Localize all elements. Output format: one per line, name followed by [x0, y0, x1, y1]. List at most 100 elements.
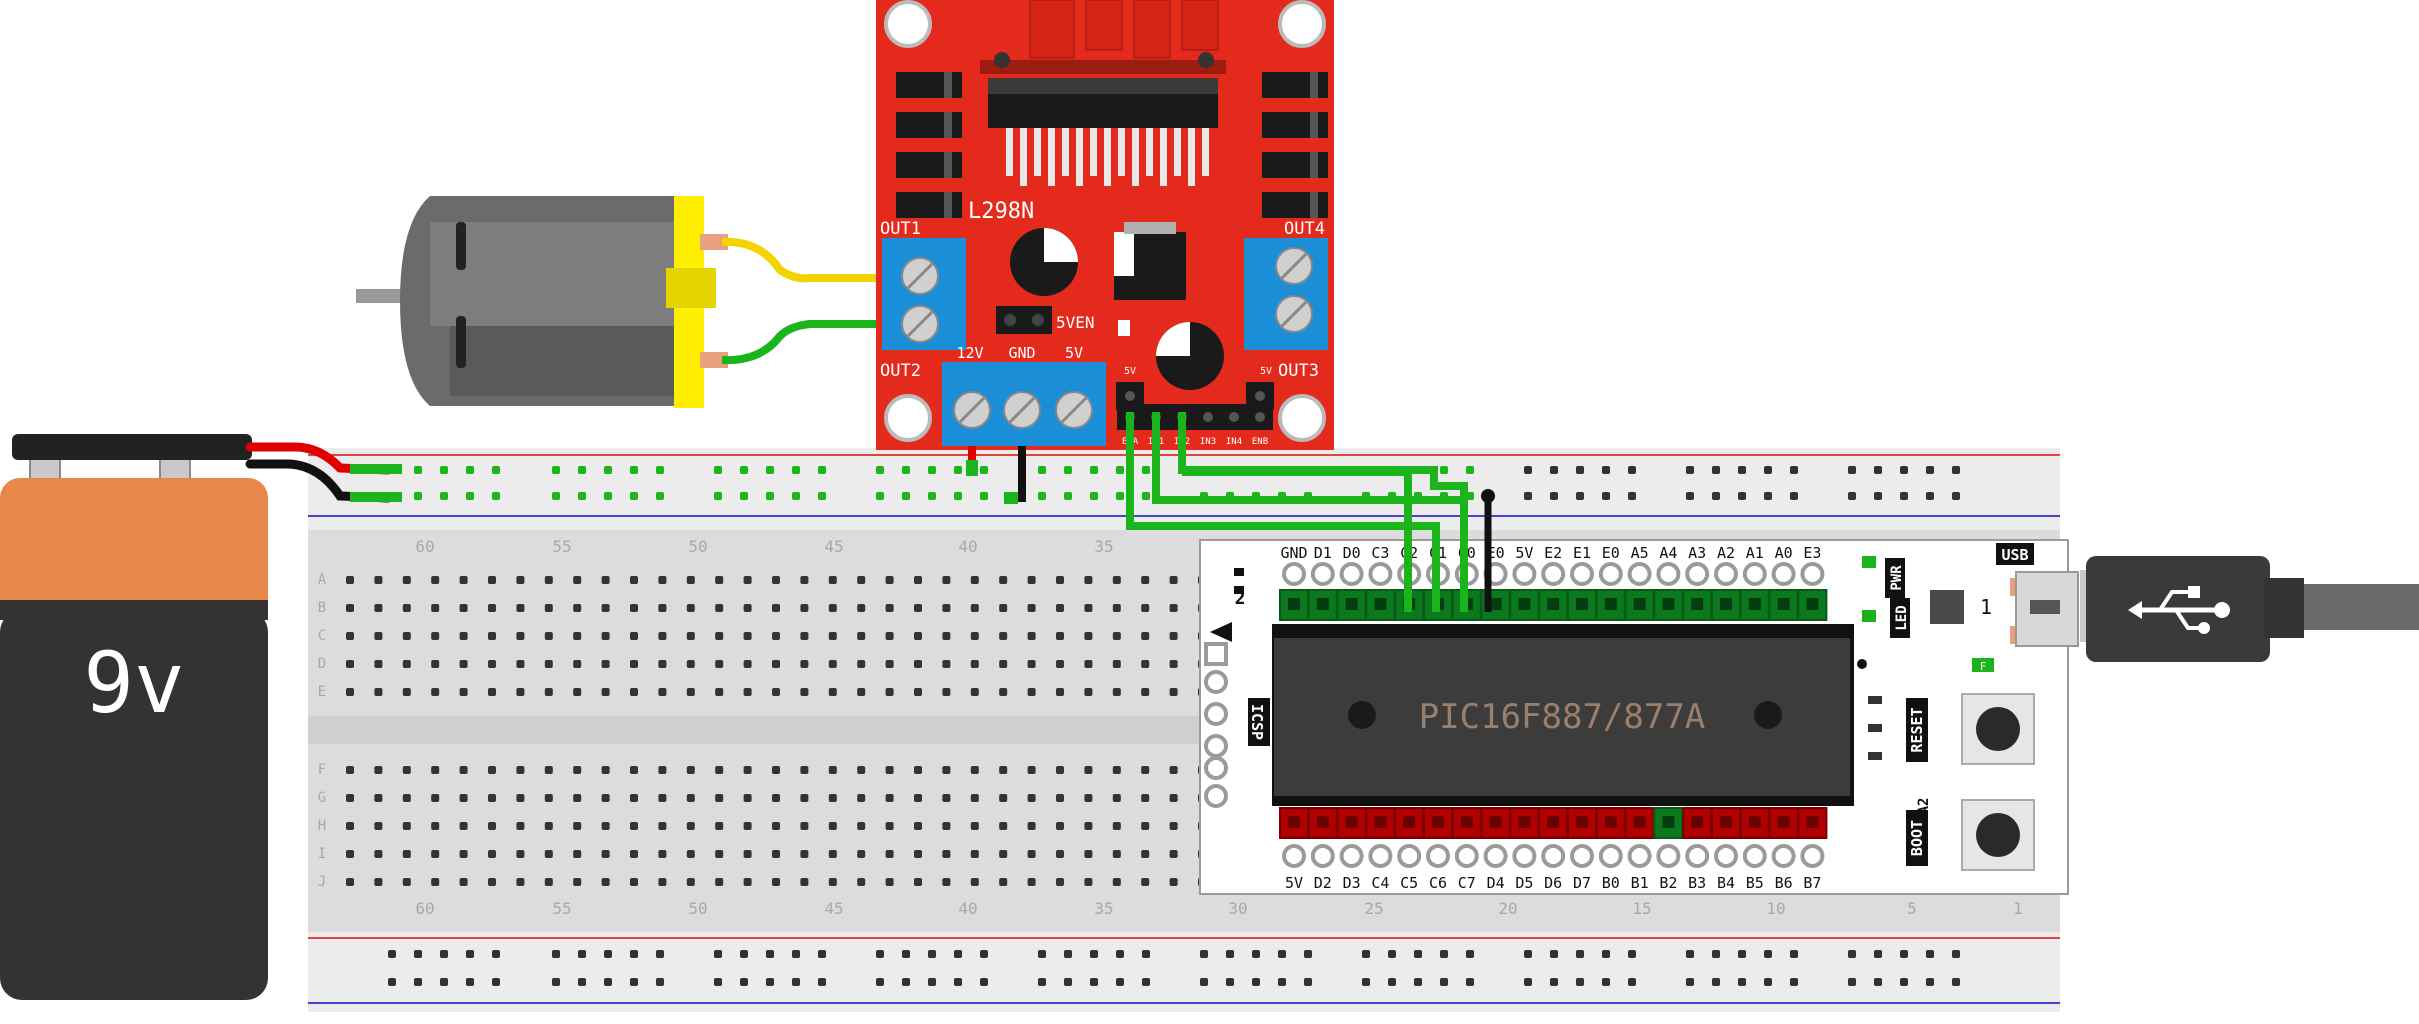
breadboard-hole — [402, 878, 411, 886]
top-hole — [1541, 562, 1566, 586]
breadboard-hole — [1084, 822, 1093, 830]
rail-hole — [1686, 950, 1694, 958]
rail-hole — [1602, 492, 1610, 500]
usb-symbol-square — [2188, 586, 2200, 598]
breadboard-hole — [573, 660, 582, 668]
rail-hole — [792, 950, 800, 958]
breadboard-hole — [658, 878, 667, 886]
rail-hole — [1524, 466, 1532, 474]
l298-leg — [1076, 128, 1083, 186]
rail-hole — [714, 978, 722, 986]
bottom-pin-label: D7 — [1573, 874, 1591, 892]
bottom-hole — [1426, 844, 1450, 868]
rail-hole — [604, 466, 612, 474]
rail-hole — [740, 466, 748, 474]
bottom-hole — [1541, 844, 1566, 868]
top-hole — [1800, 562, 1825, 586]
breadboard-hole — [1141, 766, 1150, 774]
rail-hole — [1090, 466, 1098, 474]
breadboard-hole — [772, 766, 780, 774]
rail-hole — [656, 466, 664, 474]
rail-hole — [1712, 492, 1720, 500]
breadboard-hole — [630, 660, 638, 668]
bottom-header-socket — [1576, 816, 1588, 828]
bottom-pin-label: D6 — [1544, 874, 1562, 892]
bottom-hole — [1310, 844, 1335, 868]
breadboard-hole — [658, 794, 667, 802]
rail-hole — [980, 978, 988, 986]
rail-hole — [414, 950, 422, 958]
breadboard-hole — [601, 576, 610, 584]
boot-button-cap[interactable] — [1976, 813, 2020, 857]
breadboard-hole — [630, 632, 638, 640]
breadboard-hole — [516, 632, 525, 640]
rail-hole — [1466, 978, 1474, 986]
breadboard-hole — [1056, 878, 1064, 886]
breadboard-hole — [544, 850, 553, 858]
terminal-out3-slot — [1280, 300, 1308, 328]
breadboard-hole — [459, 576, 468, 584]
breadboard-hole — [516, 850, 525, 858]
breadboard-bottom-rail — [308, 932, 2060, 1012]
rail-hole — [876, 950, 884, 958]
bottom-hole — [1282, 844, 1306, 868]
breadboard-hole — [743, 604, 752, 612]
usb-symbol-dot — [2214, 602, 2230, 618]
rail-hole — [1790, 466, 1798, 474]
breadboard-hole — [1084, 632, 1093, 640]
breadboard-hole — [346, 632, 354, 640]
usb-symbol-branch-down — [2174, 608, 2200, 630]
bottom-hole — [1483, 844, 1508, 868]
top-hole — [1742, 562, 1767, 586]
l298-leg — [1118, 128, 1125, 176]
breadboard-row-label: C — [318, 628, 326, 644]
top-header-socket — [1518, 598, 1531, 610]
breadboard-hole — [914, 822, 922, 830]
pic-bottom-holes — [1282, 844, 1825, 868]
terminal-12v-slot — [958, 396, 986, 424]
rail-hole — [466, 492, 474, 500]
pic-pin1-marker — [1857, 659, 1867, 669]
breadboard-hole — [1027, 850, 1036, 858]
heatsink-fin-4 — [1181, 0, 1219, 51]
breadboard-hole — [800, 794, 809, 802]
breadboard-hole — [1056, 794, 1064, 802]
breadboard-hole — [402, 850, 411, 858]
breadboard-hole — [431, 878, 440, 886]
l298-leg — [1146, 128, 1153, 176]
top-pin-label: E2 — [1544, 544, 1562, 562]
rail-hole — [1926, 466, 1934, 474]
breadboard-hole — [857, 632, 866, 640]
rail-hole — [1440, 466, 1448, 474]
breadboard-hole — [431, 688, 440, 696]
rail-hole — [876, 492, 884, 500]
wire-gnd-black-control-end — [1481, 489, 1495, 503]
top-header-socket — [1345, 598, 1358, 610]
top-pin-label: E3 — [1803, 544, 1821, 562]
breadboard-hole — [772, 576, 780, 584]
breadboard-hole — [800, 688, 809, 696]
rail-hole — [1712, 950, 1720, 958]
rail-hole — [766, 978, 774, 986]
breadboard-hole — [1169, 576, 1178, 584]
driver-mount-hole-tl — [884, 0, 932, 48]
rail-hole — [876, 978, 884, 986]
breadboard-hole — [914, 794, 922, 802]
breadboard-col-label-bottom: 25 — [1364, 899, 1383, 918]
rail-hole — [578, 466, 586, 474]
smd-pad-2 — [1868, 724, 1882, 732]
icsp-label-bg — [1248, 698, 1270, 746]
bottom-hole — [1339, 844, 1364, 868]
breadboard-hole — [488, 632, 496, 640]
breadboard-hole — [573, 632, 582, 640]
breadboard-hole — [800, 660, 809, 668]
breadboard-hole — [1112, 688, 1121, 696]
breadboard-hole — [1112, 822, 1121, 830]
breadboard-hole — [914, 688, 922, 696]
breadboard-hole — [686, 878, 695, 886]
rail-hole — [1550, 492, 1558, 500]
rail-hole — [1602, 466, 1610, 474]
breadboard-hole — [800, 878, 809, 886]
reset-button-cap[interactable] — [1976, 707, 2020, 751]
usb-symbol-arrow — [2128, 601, 2142, 619]
